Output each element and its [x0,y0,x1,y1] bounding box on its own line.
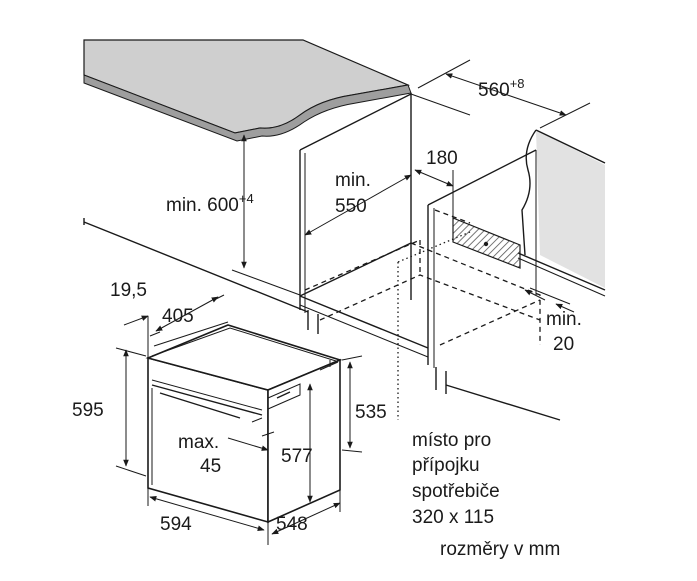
dim-550 [304,174,412,236]
back-wall [517,129,606,297]
cabinet-niche [83,92,561,421]
label-socket-line3: spotřebiče [412,481,500,502]
label-548: 548 [276,514,308,535]
label-535: 535 [355,402,387,423]
dim-max45 [227,417,275,451]
label-600: min. 600+4 [166,191,254,216]
label-560: 560+8 [478,76,525,101]
label-max45-line2: 45 [200,456,221,477]
label-594: 594 [160,514,192,535]
label-595: 595 [72,400,104,421]
dim-560 [417,59,591,129]
label-socket-line4: 320 x 115 [412,507,494,528]
label-20-line1: min. [546,309,582,330]
dim-548 [271,490,341,535]
dim-594 [147,488,269,545]
label-units: rozměry v mm [440,539,560,560]
countertop [83,39,412,142]
label-550-line1: min. [335,170,371,191]
oven [145,324,343,524]
dim-595 [115,347,147,477]
label-socket-line1: místo pro [412,430,491,451]
label-180: 180 [426,148,458,169]
dim-20 [524,287,575,313]
dim-19-5-405 [123,294,229,360]
dim-535 [341,355,363,453]
label-577: 577 [281,446,313,467]
label-550-line2: 550 [335,196,367,217]
dim-600 [231,134,301,296]
label-405: 405 [162,306,194,327]
label-20-line2: 20 [553,334,574,355]
label-19-5: 19,5 [110,280,147,301]
label-socket-line2: přípojku [412,455,480,476]
label-max45-line1: max. [178,432,219,453]
dim-180 [414,169,454,220]
